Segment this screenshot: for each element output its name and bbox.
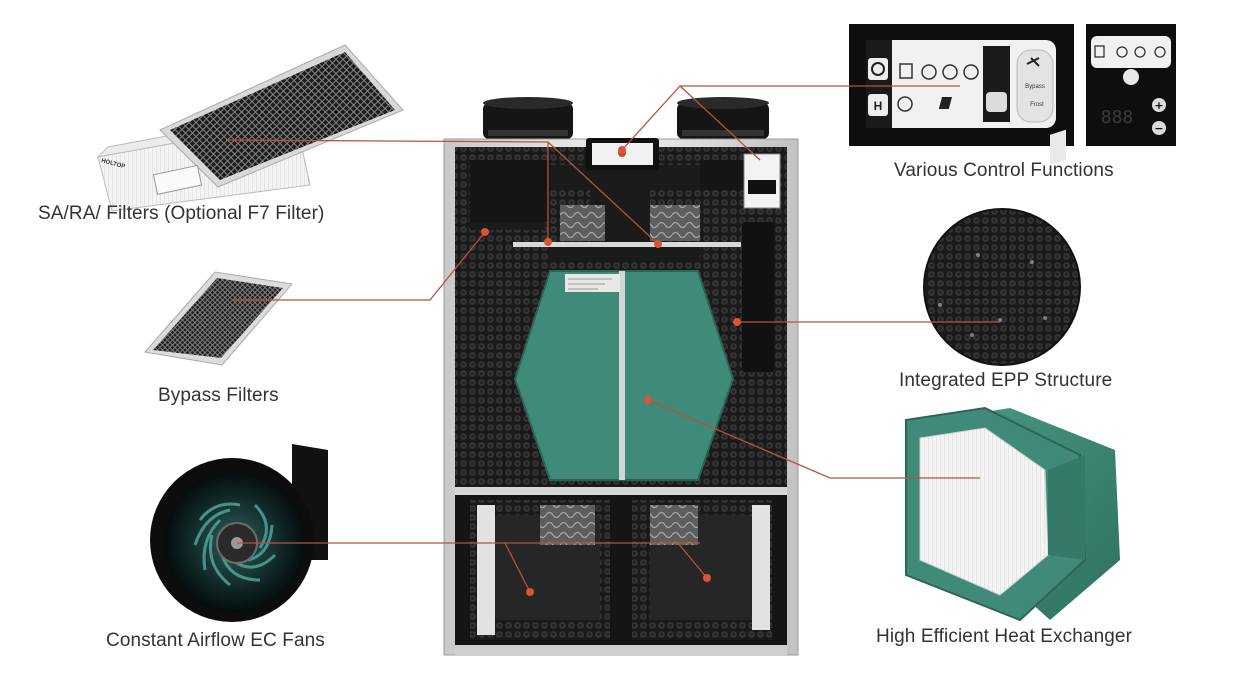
epp-closeup-image [923,208,1081,366]
callout-fan-right [677,542,708,579]
minus-symbol: − [1154,122,1163,135]
callout-lines [225,85,1000,593]
callout-filter-right [547,141,659,245]
callout-fan-left [504,542,531,593]
dot-bypass [481,228,489,236]
bypass-filter-rail [513,242,741,247]
foil-duct-left [560,205,605,241]
dot-control [618,146,626,154]
callout-control-side [679,85,761,161]
label-ec-fans: Constant Airflow EC Fans [106,630,325,651]
bypass-filter-image [144,271,293,366]
frost-text: Frost [1030,102,1044,108]
dot-filter-right [654,240,662,248]
label-heat-exchanger: High Efficient Heat Exchanger [876,626,1133,647]
duct-collar-left [483,97,573,139]
foil-duct-right [650,205,700,241]
sa-ra-filter-image: HOLTOP [96,44,404,212]
label-sa-ra-filters: SA/RA/ Filters (Optional F7 Filter) [38,203,325,224]
ventilation-unit [443,97,799,656]
control-panel-image: H Bypass Frost [849,24,1074,146]
label-epp-structure: Integrated EPP Structure [899,370,1113,391]
dot-fan-left [526,588,534,596]
display-panel-image: 888 + − [1086,24,1176,146]
display-digits: 888 [1101,107,1134,128]
fan-housing-right [752,505,770,630]
label-bypass-filters: Bypass Filters [158,385,279,406]
label-control-functions: Various Control Functions [894,160,1114,181]
svg-text:H: H [874,99,883,113]
dot-heat-exchanger [644,396,652,404]
duct-collar-right [677,97,769,139]
dot-fan-right [703,574,711,582]
plus-symbol: + [1154,99,1163,112]
dot-filter-left [544,238,552,246]
bypass-text: Bypass [1025,84,1045,90]
dot-epp [733,318,741,326]
callout-dots [481,146,741,596]
callout-bypass [232,231,486,301]
fan-housing-left [477,505,495,635]
ec-fan-image [150,444,328,622]
heat-exchanger-image [905,129,1120,622]
callout-heat-exchanger [647,399,980,479]
